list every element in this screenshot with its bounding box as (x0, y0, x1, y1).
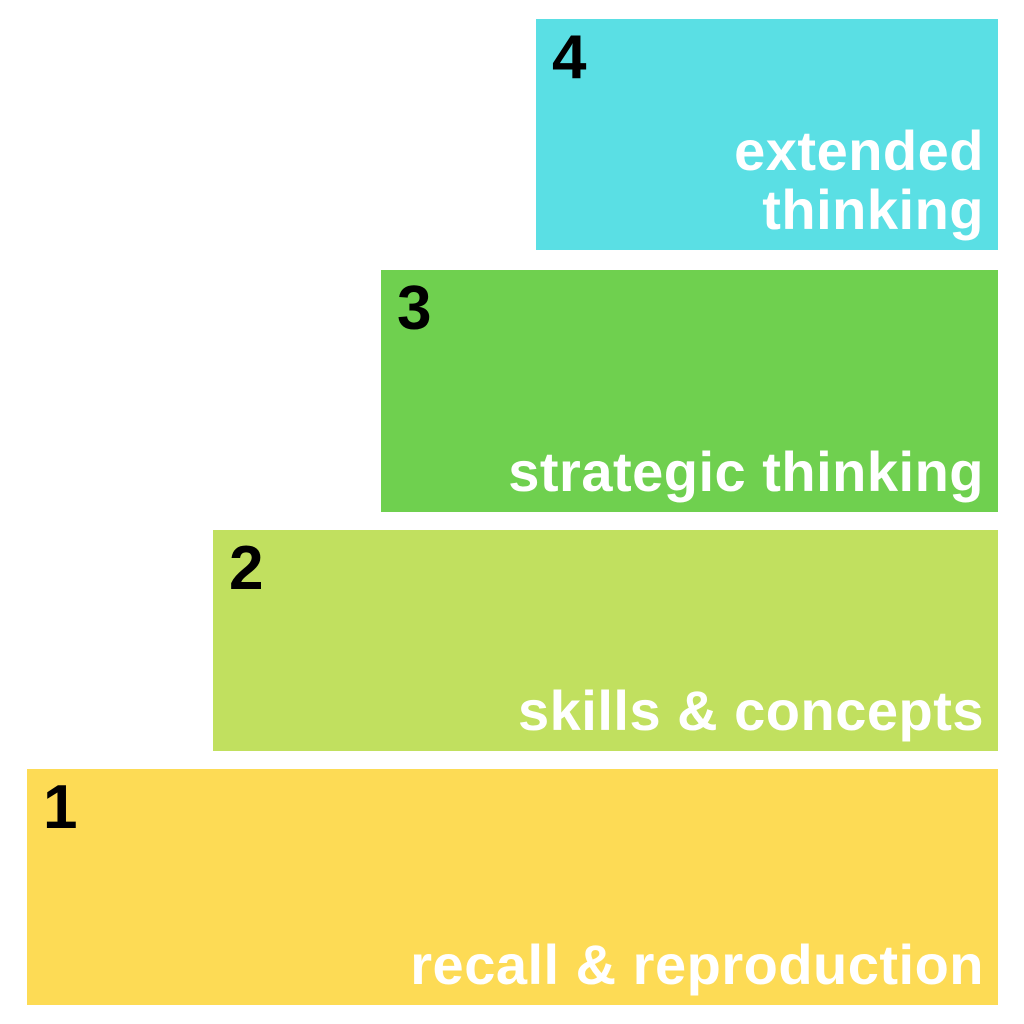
level-4-label: extended thinking (734, 119, 984, 242)
level-3-label: strategic thinking (508, 440, 984, 504)
level-1-block: 1 recall & reproduction (27, 769, 998, 1005)
level-2-label: skills & concepts (517, 679, 984, 743)
level-3-block: 3 strategic thinking (381, 270, 998, 512)
level-4-block: 4 extended thinking (536, 19, 998, 250)
level-3-number: 3 (397, 274, 432, 343)
level-4-number: 4 (552, 23, 587, 92)
level-1-number: 1 (43, 773, 78, 842)
level-2-number: 2 (229, 534, 264, 603)
level-2-block: 2 skills & concepts (213, 530, 998, 751)
level-1-label: recall & reproduction (410, 933, 984, 997)
